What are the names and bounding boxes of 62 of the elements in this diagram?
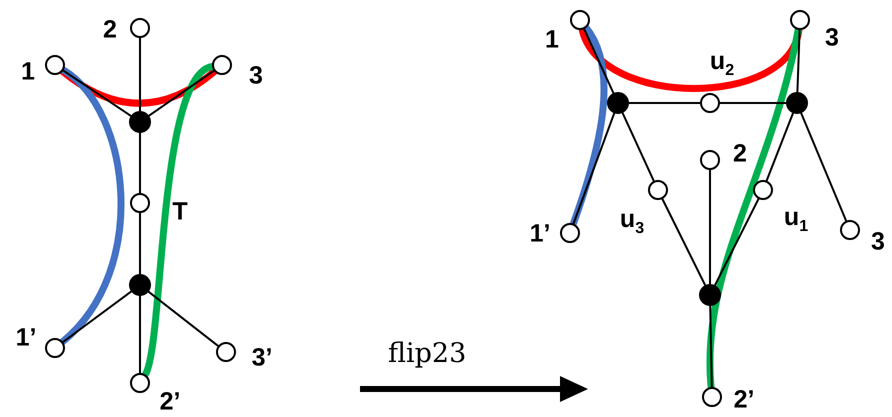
vertex-label: 3: [825, 26, 839, 50]
tree-edge: [139, 295, 141, 374]
leaf-vertex: [700, 93, 720, 113]
inner-vertex: [607, 92, 629, 114]
tree-edge: [139, 132, 141, 194]
leaf-vertex: [702, 387, 722, 407]
tree-edge: [800, 112, 848, 222]
tree-edge: [661, 198, 706, 286]
vertex-label: 3: [871, 230, 885, 254]
leaf-vertex: [130, 373, 150, 393]
tree-edge: [628, 102, 701, 104]
vertex-label: 2: [103, 18, 117, 42]
leaf-vertex: [212, 55, 232, 75]
leaf-vertex: [648, 180, 668, 200]
vertex-label: 2’: [734, 388, 754, 412]
inner-vertex: [786, 92, 808, 114]
vertex-label: u$_{3}$: [620, 207, 644, 237]
vertex-label: 2’: [160, 390, 180, 414]
tree-edge: [139, 37, 141, 112]
inner-vertex: [699, 284, 721, 306]
leaf-vertex: [560, 223, 580, 243]
leaf-vertex: [700, 150, 720, 170]
vertex-label: T: [172, 200, 188, 224]
tree-edge: [62, 290, 132, 343]
vertex-label: 1’: [16, 326, 36, 350]
leaf-vertex: [130, 18, 150, 38]
vertex-label: 3’: [252, 346, 272, 370]
path-curve: [706, 26, 802, 390]
vertex-label: u$_{2}$: [710, 49, 734, 79]
path-curve: [59, 68, 218, 107]
vertex-label: 1: [545, 28, 559, 52]
leaf-vertex: [840, 220, 860, 240]
leaf-vertex: [45, 338, 65, 358]
tree-edge: [709, 169, 711, 285]
tree-edge: [796, 29, 801, 93]
leaf-vertex: [130, 193, 150, 213]
tree-edge: [719, 102, 787, 104]
vertex-label: 3: [249, 64, 263, 88]
leaf-vertex: [753, 180, 773, 200]
tree-edge: [148, 290, 220, 347]
operation-label: flip23: [388, 340, 466, 367]
leaf-vertex: [216, 342, 236, 362]
leaf-vertex: [45, 55, 65, 75]
vertex-label: u$_{1}$: [784, 205, 808, 235]
tree-edge: [62, 70, 132, 117]
path-curve: [570, 24, 608, 228]
tree-edge: [139, 212, 141, 275]
tree-edge: [622, 112, 655, 182]
leaf-vertex: [790, 10, 810, 30]
vertex-label: 2: [733, 142, 747, 166]
tree-edge: [572, 112, 616, 225]
vertex-label: 1: [21, 60, 35, 84]
tree-edge: [709, 305, 713, 388]
tree-edge: [714, 198, 760, 286]
tree-edge: [766, 112, 794, 182]
tree-edge: [583, 28, 614, 94]
vertex-label: 1’: [530, 222, 550, 246]
path-curve: [59, 66, 124, 346]
inner-vertex: [129, 111, 151, 133]
inner-vertex: [129, 274, 151, 296]
leaf-vertex: [570, 10, 590, 30]
tree-edge: [148, 70, 215, 117]
